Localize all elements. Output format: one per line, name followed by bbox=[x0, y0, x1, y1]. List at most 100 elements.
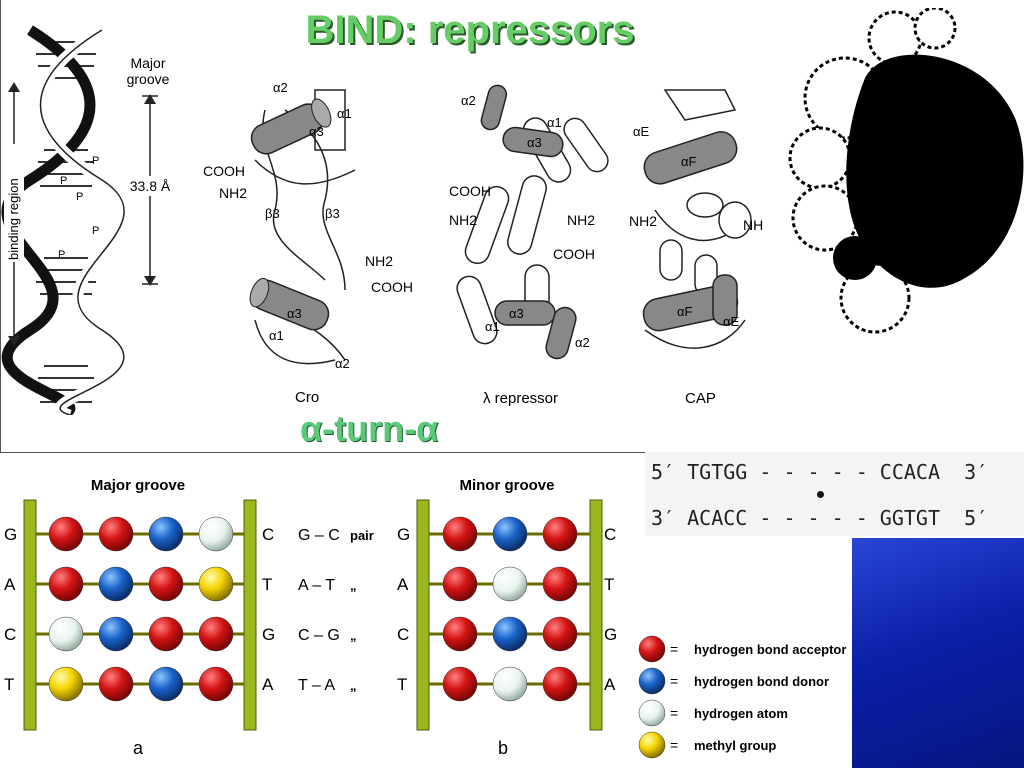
svg-text:NH2: NH2 bbox=[567, 212, 595, 228]
major-left-base: C bbox=[4, 625, 16, 644]
minor-left-base: A bbox=[397, 575, 409, 594]
minor-groove-ball bbox=[442, 666, 478, 702]
lambda-repressor-diagram: α2 α1 α3 COOH NH2 NH2 COOH α3 α1 α2 λ re… bbox=[449, 84, 609, 407]
major-groove-ball bbox=[98, 516, 134, 552]
svg-text:NH: NH bbox=[743, 217, 763, 233]
svg-text:α3: α3 bbox=[527, 135, 542, 150]
minor-right-base: C bbox=[604, 525, 616, 544]
svg-text:P: P bbox=[58, 249, 65, 261]
major-groove-ball bbox=[48, 516, 84, 552]
legend-label: methyl group bbox=[694, 738, 776, 753]
major-right-base: C bbox=[262, 525, 274, 544]
svg-text:β3: β3 bbox=[325, 206, 340, 221]
svg-text:αE: αE bbox=[723, 314, 740, 329]
major-groove-ball bbox=[48, 666, 84, 702]
major-right-base: G bbox=[262, 625, 275, 644]
major-groove-ball bbox=[98, 666, 134, 702]
slide-title: BIND: repressors bbox=[305, 8, 635, 52]
svg-text:α3: α3 bbox=[287, 306, 302, 321]
distance-label: 33.8 Å bbox=[130, 178, 171, 194]
svg-text:P: P bbox=[92, 225, 99, 237]
minor-left-base: G bbox=[397, 525, 410, 544]
base-pair-suffix: pair bbox=[350, 528, 374, 543]
major-groove-ball bbox=[148, 616, 184, 652]
major-groove-ball bbox=[148, 516, 184, 552]
cap-protein-diagram: αE αF NH2 NH αF αE CAP bbox=[629, 89, 763, 407]
base-pair-suffix: „ bbox=[350, 578, 357, 593]
base-pair-suffix: „ bbox=[350, 678, 357, 693]
space-filling-model-image bbox=[788, 8, 1024, 334]
svg-text:α3: α3 bbox=[309, 124, 324, 139]
sequence-panel: 5′ TGTGG - - - - - CCACA 3′ 3′ ACACC - -… bbox=[645, 452, 1024, 536]
minor-groove-ball bbox=[492, 616, 528, 652]
svg-text:NH2: NH2 bbox=[629, 213, 657, 229]
sequence-top-strand: 5′ TGTGG - - - - - CCACA 3′ bbox=[651, 460, 989, 484]
legend-swatch bbox=[638, 731, 666, 759]
decorative-blue-panel bbox=[852, 538, 1024, 768]
cro-label: Cro bbox=[295, 389, 319, 406]
major-groove-ball bbox=[148, 566, 184, 602]
svg-text:α1: α1 bbox=[547, 115, 562, 130]
major-left-base: A bbox=[4, 575, 16, 594]
major-groove-ball bbox=[198, 616, 234, 652]
base-pair-label: G – C bbox=[298, 527, 340, 544]
section-divider bbox=[0, 452, 1024, 453]
minor-groove-ball bbox=[492, 666, 528, 702]
svg-text:=: = bbox=[670, 737, 678, 753]
base-pair-suffix: „ bbox=[350, 628, 357, 643]
legend-label: hydrogen bond acceptor bbox=[694, 642, 846, 657]
minor-groove-ball bbox=[542, 616, 578, 652]
legend-swatch bbox=[638, 699, 666, 727]
svg-text:αF: αF bbox=[681, 154, 697, 169]
lambda-repressor-label: λ repressor bbox=[483, 390, 558, 407]
cro-protein-diagram: α2 α1 α3 COOH NH2 β3 β3 NH2 COOH α3 α1 α… bbox=[203, 80, 413, 406]
svg-text:=: = bbox=[670, 641, 678, 657]
symmetry-dot bbox=[817, 491, 824, 498]
svg-text:αE: αE bbox=[633, 124, 650, 139]
minor-right-base: T bbox=[604, 575, 614, 594]
major-groove-ball bbox=[48, 616, 84, 652]
base-pair-label: T – A bbox=[298, 677, 335, 694]
major-groove-ball bbox=[48, 566, 84, 602]
svg-text:P: P bbox=[76, 191, 83, 203]
svg-text:COOH: COOH bbox=[553, 246, 595, 262]
svg-text:α1: α1 bbox=[485, 319, 500, 334]
major-right-base: A bbox=[262, 675, 274, 694]
caption-a: a bbox=[133, 738, 144, 758]
major-right-base: T bbox=[262, 575, 272, 594]
cro-helix-bottom bbox=[249, 277, 330, 331]
caption-b: b bbox=[498, 738, 508, 758]
minor-left-base: C bbox=[397, 625, 409, 644]
major-groove-ball bbox=[148, 666, 184, 702]
svg-text:α2: α2 bbox=[575, 335, 590, 350]
major-left-base: T bbox=[4, 675, 14, 694]
svg-text:α2: α2 bbox=[335, 356, 350, 371]
svg-text:α1: α1 bbox=[337, 106, 352, 121]
svg-text:COOH: COOH bbox=[449, 183, 491, 199]
major-groove-ball bbox=[98, 616, 134, 652]
svg-text:COOH: COOH bbox=[203, 163, 245, 179]
svg-text:α3: α3 bbox=[509, 306, 524, 321]
svg-text:NH2: NH2 bbox=[219, 185, 247, 201]
cro-helix-top bbox=[250, 98, 332, 155]
minor-groove-title: Minor groove bbox=[459, 477, 554, 494]
minor-groove-ball bbox=[542, 666, 578, 702]
svg-text:α2: α2 bbox=[273, 80, 288, 95]
major-left-base: G bbox=[4, 525, 17, 544]
base-pair-label: A – T bbox=[298, 577, 335, 594]
major-groove-title: Major groove bbox=[91, 477, 185, 494]
helix-strand-1 bbox=[1, 25, 96, 415]
svg-text:αF: αF bbox=[677, 304, 693, 319]
svg-text:α1: α1 bbox=[269, 328, 284, 343]
legend-label: hydrogen atom bbox=[694, 706, 788, 721]
major-groove-ball bbox=[198, 516, 234, 552]
svg-text:P: P bbox=[92, 155, 99, 167]
cap-label: CAP bbox=[685, 390, 716, 407]
svg-text:β3: β3 bbox=[265, 206, 280, 221]
svg-text:NH2: NH2 bbox=[449, 212, 477, 228]
minor-right-backbone bbox=[589, 499, 603, 731]
